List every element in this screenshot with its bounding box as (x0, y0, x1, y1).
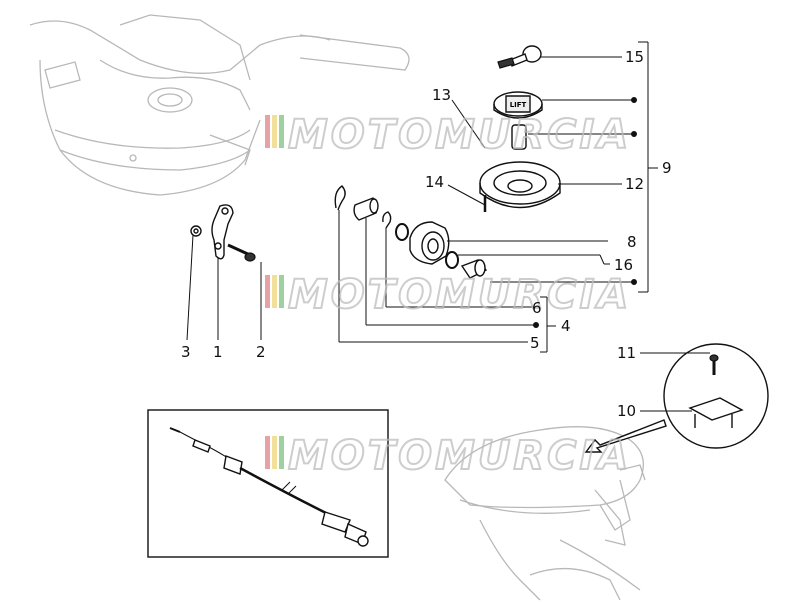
callout-11: 11 (617, 344, 636, 362)
callout-15: 15 (625, 48, 644, 66)
fuel-cap-label: LIFT (510, 101, 527, 109)
watermark-text: MOTOMURCIA (288, 433, 631, 479)
leader-dot (631, 131, 637, 137)
callout-14: 14 (425, 173, 444, 191)
leader-dot (631, 97, 637, 103)
callout-13: 13 (432, 86, 451, 104)
bushing-part (353, 197, 379, 221)
cable-inset-box (147, 409, 389, 558)
clip-part (334, 185, 346, 211)
callout-8: 8 (627, 233, 637, 251)
o-ring-part (395, 223, 409, 241)
key-part (497, 45, 542, 69)
leader-lines (186, 41, 710, 412)
bracket-part (211, 204, 234, 260)
callout-2: 2 (256, 343, 266, 361)
leader-dot (533, 322, 539, 328)
callout-12: 12 (625, 175, 644, 193)
seat-ghost-drawing (444, 426, 646, 601)
watermark-3: MOTOMURCIA (265, 432, 631, 480)
lock-cylinder-part (460, 259, 488, 279)
small-clip-part (382, 211, 392, 229)
watermark-2: MOTOMURCIA (265, 271, 631, 319)
callout-6: 6 (532, 299, 542, 317)
fuel-cap-part: LIFT (493, 91, 543, 119)
screw-part (227, 243, 256, 262)
callout-1: 1 (213, 343, 223, 361)
callout-labels: 15 9 12 13 14 8 16 6 4 5 3 1 2 11 10 (181, 48, 672, 420)
callout-16: 16 (614, 256, 633, 274)
ring-part (445, 251, 459, 269)
cap-cylinder-part (511, 124, 527, 150)
tank-flange-part (479, 161, 561, 209)
watermark-text: MOTOMURCIA (288, 112, 631, 158)
leader-dot (631, 279, 637, 285)
watermark-1: MOTOMURCIA (265, 111, 631, 159)
callout-3: 3 (181, 343, 191, 361)
callout-10: 10 (617, 402, 636, 420)
lock-body-part (409, 221, 450, 265)
watermark-text: MOTOMURCIA (288, 272, 631, 318)
washer-part (190, 225, 202, 237)
detail-arrow (584, 419, 667, 453)
callout-5: 5 (530, 334, 540, 352)
callout-4: 4 (561, 317, 571, 335)
handlebar-ghost-drawing (29, 14, 410, 196)
callout-9: 9 (662, 159, 672, 177)
latch-detail-circle (663, 343, 769, 449)
